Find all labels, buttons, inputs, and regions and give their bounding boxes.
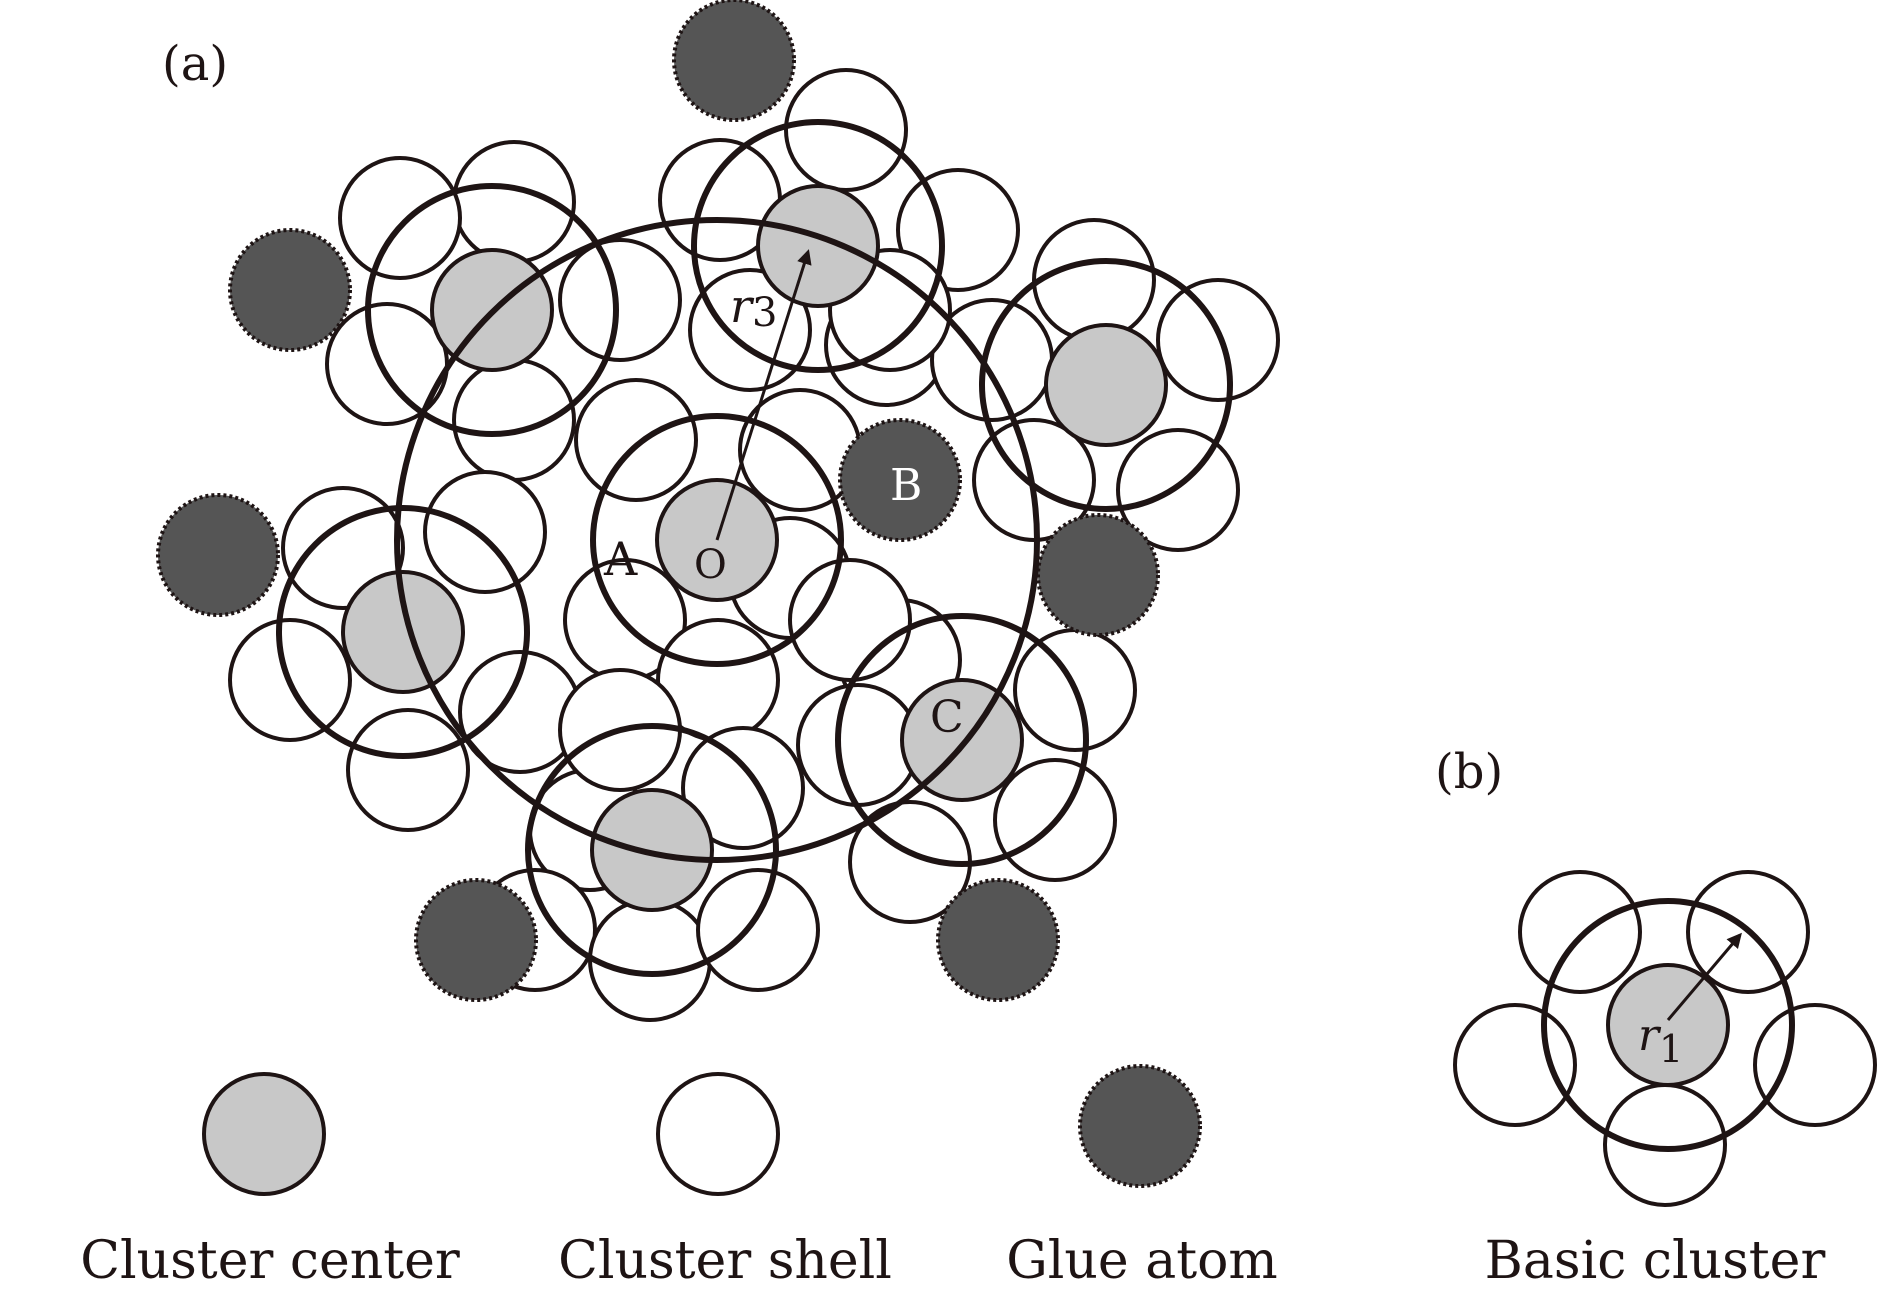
cluster-ring — [365, 183, 619, 437]
panel-b: (b) r1 — [1435, 744, 1877, 1207]
shell-atom — [1156, 278, 1280, 402]
cluster-ring-r1 — [1541, 898, 1795, 1152]
cluster-ring — [691, 119, 945, 373]
point-label-b: B — [890, 460, 922, 511]
glue-atom — [1036, 513, 1160, 637]
center-atom — [1044, 323, 1168, 447]
center-atom — [756, 184, 880, 308]
panel-a: (a) A O B C r3 — [156, 0, 1280, 1022]
center-atom — [1606, 963, 1730, 1087]
center-atom — [900, 678, 1024, 802]
legend-basic-label: Basic cluster — [1485, 1231, 1826, 1291]
panel-b-center-atom — [1606, 963, 1730, 1087]
panel-a-label: (a) — [162, 36, 228, 92]
glue-atom — [936, 878, 1060, 1002]
shell-atom — [1032, 218, 1156, 342]
shell-atom — [784, 68, 908, 192]
panel-b-cluster-ring — [1541, 898, 1795, 1152]
cluster-ring — [590, 413, 844, 667]
shell-atom — [796, 683, 920, 807]
legend-center-label: Cluster center — [80, 1231, 460, 1291]
shell-atom — [338, 156, 462, 280]
shell-atom — [1518, 870, 1642, 994]
shell-atom — [1753, 1003, 1877, 1127]
cluster-ring — [525, 723, 779, 977]
panel-a-shell-atoms — [228, 68, 1280, 1022]
shell-atom — [423, 470, 547, 594]
point-label-o: O — [694, 542, 727, 588]
radius-r3-label: r3 — [730, 279, 777, 336]
glue-atom — [414, 878, 538, 1002]
point-label-a: A — [603, 532, 638, 586]
shell-atom — [574, 378, 698, 502]
panel-a-cluster-rings — [276, 119, 1233, 977]
shell-atom — [558, 238, 682, 362]
shell-atom — [346, 708, 470, 832]
shell-atom — [452, 358, 576, 482]
radius-r1-subscript: 1 — [1659, 1027, 1683, 1071]
panel-b-label: (b) — [1435, 744, 1503, 800]
shell-atom — [688, 268, 812, 392]
legend: Cluster center Cluster shell Glue atom B… — [80, 1064, 1826, 1291]
legend-shell-label: Cluster shell — [558, 1231, 892, 1291]
glue-atom — [672, 0, 796, 122]
cluster-ring — [835, 613, 1089, 867]
radius-r1-arrow — [1666, 932, 1742, 1021]
cluster-ring — [276, 505, 530, 759]
center-atom — [341, 570, 465, 694]
center-atom — [590, 788, 714, 912]
shell-atom — [696, 868, 820, 992]
radius-r1-symbol: r — [1638, 1010, 1662, 1061]
radius-r1-label: r1 — [1638, 1010, 1683, 1071]
legend-glue-label: Glue atom — [1006, 1231, 1277, 1291]
glue-atom — [838, 418, 962, 542]
radius-r3-arrow — [715, 249, 812, 541]
cluster-ring-r3 — [394, 217, 1040, 863]
radius-r3-subscript: 3 — [752, 290, 777, 336]
shell-atom — [588, 898, 712, 1022]
legend-glue-swatch — [1078, 1064, 1202, 1188]
point-label-c: C — [930, 692, 964, 743]
shell-atom — [896, 168, 1020, 292]
shell-atom — [1453, 1003, 1577, 1127]
glue-atom — [156, 493, 280, 617]
glue-atom — [228, 228, 352, 352]
radius-r3-symbol: r — [730, 279, 755, 333]
cluster-ring — [979, 258, 1233, 512]
legend-center-swatch — [202, 1072, 326, 1196]
legend-shell-swatch — [656, 1072, 780, 1196]
